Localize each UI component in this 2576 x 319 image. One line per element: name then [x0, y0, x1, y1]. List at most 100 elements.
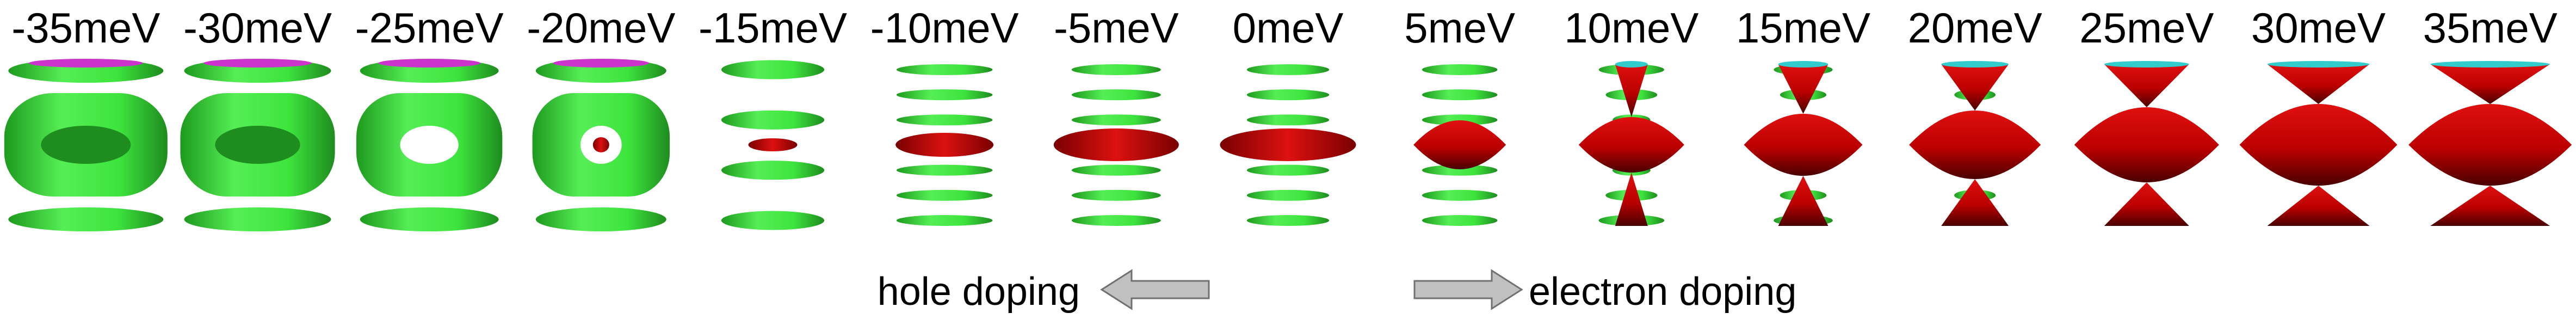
hole-pocket-slice: [1071, 64, 1161, 75]
fermi-surface-panel: [721, 60, 825, 230]
electron-pocket: [592, 137, 609, 152]
electron-pocket-cap-edge: [1941, 61, 2009, 68]
hole-pocket-inner-void: [215, 126, 300, 164]
electron-pocket-cap-edge: [1615, 61, 1648, 68]
hole-pocket-slice: [1071, 189, 1161, 201]
hole-pocket-slice: [1422, 89, 1498, 101]
fermi-surface-panel: [4, 59, 168, 231]
fermi-surface-panel: [1053, 64, 1179, 226]
hole-pocket-inner-void: [400, 126, 459, 164]
electron-pocket: [2239, 104, 2398, 186]
fermi-surface-panels: [4, 59, 2572, 231]
fermi-surface-panel: [180, 59, 335, 231]
fermi-surface-panel: [532, 59, 670, 231]
hole-pocket-cap-edge: [378, 59, 481, 68]
fermi-surface-panel: [1413, 64, 1506, 226]
hole-pocket-slice: [896, 89, 993, 101]
hole-pocket-slice: [1246, 114, 1330, 126]
hole-pocket-slice: [1071, 164, 1161, 176]
hole-pocket-slice: [1071, 89, 1161, 101]
electron-pocket-upper-cone: [1778, 64, 1828, 114]
hole-pocket-slice: [1422, 114, 1498, 126]
panel-label: 10meV: [1564, 4, 1698, 52]
electron-pocket-upper-cone: [2104, 64, 2189, 107]
fermi-surface-panel: [356, 59, 503, 231]
panel-label: 25meV: [2079, 4, 2214, 52]
electron-pocket-upper-cone: [2430, 64, 2550, 104]
hole-pocket-slice: [1246, 64, 1330, 75]
hole-pocket-cap-edge: [553, 59, 650, 68]
hole-pocket-slice: [721, 211, 825, 230]
hole-pocket-slice: [721, 161, 825, 180]
panel-label: 30meV: [2251, 4, 2386, 52]
hole-pocket-slice: [721, 60, 825, 79]
electron-pocket: [1053, 128, 1179, 161]
fermi-surface-panel: [2408, 61, 2572, 226]
electron-pocket: [1909, 111, 2041, 179]
electron-pocket-lower-cone: [1941, 179, 2009, 226]
panel-label: -20meV: [527, 4, 675, 52]
hole-pocket-slice: [896, 189, 993, 201]
electron-doping-label: electron doping: [1529, 270, 1796, 314]
hole-pocket-slice: [896, 114, 993, 126]
panel-label: -10meV: [870, 4, 1019, 52]
electron-pocket: [1744, 114, 1863, 176]
hole-pocket-cap-edge: [28, 59, 143, 68]
hole-pocket-slice: [896, 64, 993, 75]
electron-doping-arrow: [1413, 269, 1523, 310]
electron-pocket-lower-cone: [1778, 176, 1828, 226]
doping-indicator: hole doping electron doping: [878, 269, 1796, 314]
panel-label: 15meV: [1736, 4, 1870, 52]
electron-pocket-lower-cone: [2267, 186, 2370, 226]
panel-labels: -35meV-30meV-25meV-20meV-15meV-10meV-5me…: [11, 4, 2557, 52]
hole-pocket-slice: [1071, 114, 1161, 126]
electron-pocket-cap-edge: [2430, 61, 2550, 68]
electron-pocket-lower-cone: [2430, 186, 2550, 226]
electron-pocket: [1413, 120, 1506, 169]
fermi-surface-panel: [895, 64, 994, 226]
electron-pocket-cap-edge: [1778, 61, 1828, 68]
panel-label: -5meV: [1054, 4, 1179, 52]
panel-label: 0meV: [1233, 4, 1344, 52]
electron-pocket-cap-edge: [2267, 61, 2370, 68]
hole-doping-arrow: [1100, 269, 1210, 310]
panel-label: -35meV: [11, 4, 160, 52]
fermi-surface-panel: [1578, 61, 1684, 226]
hole-pocket-bottom-cap: [535, 207, 666, 231]
panel-label: 5meV: [1404, 4, 1515, 52]
hole-pocket-bottom-cap: [360, 207, 499, 231]
hole-pocket-slice: [1246, 164, 1330, 176]
electron-pocket: [2074, 107, 2219, 182]
hole-doping-label: hole doping: [878, 270, 1080, 314]
electron-pocket-upper-cone: [1941, 64, 2009, 111]
electron-pocket-upper-cone: [1615, 64, 1648, 117]
electron-pocket: [1220, 128, 1356, 161]
electron-pocket: [2408, 104, 2572, 186]
hole-pocket-slice: [1071, 215, 1161, 226]
hole-pocket-slice: [1422, 64, 1498, 75]
electron-pocket: [895, 133, 994, 157]
hole-pocket-slice: [1422, 215, 1498, 226]
electron-pocket-upper-cone: [2267, 64, 2370, 104]
hole-pocket-bottom-cap: [184, 207, 331, 231]
hole-pocket-slice: [1246, 89, 1330, 101]
hole-pocket-slice: [896, 215, 993, 226]
hole-pocket-cap-edge: [203, 59, 312, 68]
fermi-surface-panel: [2239, 61, 2398, 226]
panel-label: 20meV: [1908, 4, 2042, 52]
hole-pocket-bottom-cap: [8, 207, 164, 231]
hole-pocket-slice: [1422, 164, 1498, 176]
hole-pocket-slice: [1246, 189, 1330, 201]
fermi-surface-panel: [1909, 61, 2041, 226]
fermi-surface-panel: [1744, 61, 1863, 226]
hole-pocket-inner-void: [41, 126, 131, 164]
electron-pocket-lower-cone: [1615, 173, 1648, 226]
hole-pocket-slice: [721, 110, 825, 130]
electron-pocket: [1578, 117, 1684, 173]
hole-pocket-slice: [1422, 189, 1498, 201]
electron-pocket-lower-cone: [2104, 182, 2189, 226]
electron-pocket-cap-edge: [2104, 61, 2189, 68]
fermi-surface-panel: [1220, 64, 1356, 226]
hole-pocket-slice: [1246, 215, 1330, 226]
